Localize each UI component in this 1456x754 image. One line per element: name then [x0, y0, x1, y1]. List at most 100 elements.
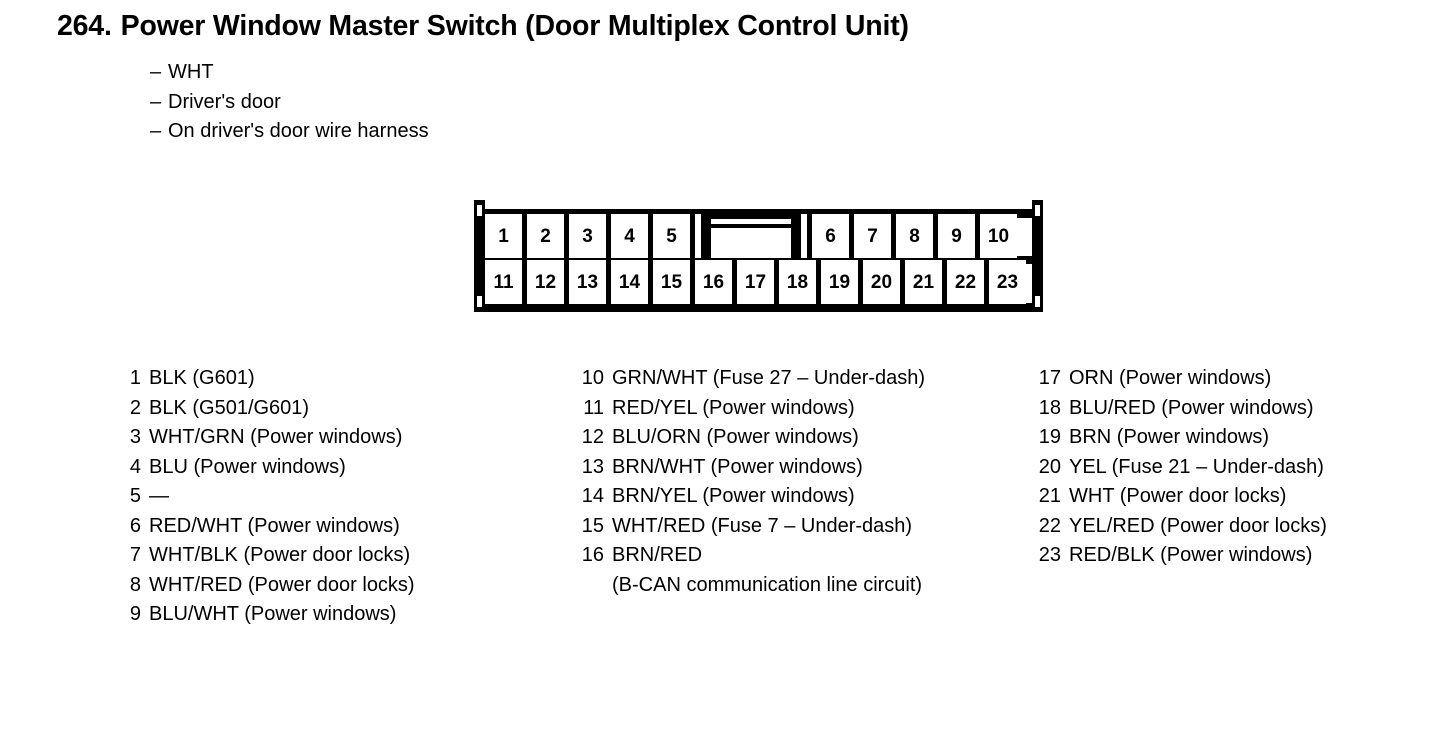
pin-list-number: 4	[129, 455, 141, 478]
pin-list-item-4: 4 BLU (Power windows)	[124, 453, 415, 483]
pin-list-item-16: 16 BRN/RED (B-CAN communication line circu…	[579, 541, 925, 600]
connector-pin-15: 15	[653, 260, 690, 304]
dash-marker: –	[150, 61, 162, 83]
page-title-number: 264.	[57, 10, 112, 42]
pin-list-item-23: 23 RED/BLK (Power windows)	[1036, 541, 1327, 571]
page-title-text: Power Window Master Switch (Door Multipl…	[120, 10, 909, 42]
connector-key-gap-right	[801, 214, 807, 258]
pin-list-description: BRN/RED	[612, 544, 703, 566]
subtitle-text: WHT	[168, 61, 214, 83]
pin-list-description: BLK (G501/G601)	[149, 396, 310, 419]
connector-pin-13: 13	[569, 260, 606, 304]
pin-list-number: 2	[129, 396, 141, 419]
pin-list-number: 20	[1038, 455, 1061, 478]
pin-list-description: WHT/GRN (Power windows)	[149, 426, 403, 448]
connector-pin-2: 2	[527, 214, 564, 258]
connector-pin-21: 21	[905, 260, 942, 304]
connector-pin-4: 4	[611, 214, 648, 258]
pin-list-number: 13	[581, 455, 604, 478]
pin-list-description: WHT (Power door locks)	[1069, 485, 1287, 507]
pin-list-item-9: 9 BLU/WHT (Power windows)	[124, 600, 415, 630]
pin-list-item-19: 19 BRN (Power windows)	[1036, 423, 1327, 453]
pin-list-description: BRN/YEL (Power windows)	[612, 485, 855, 507]
connector-notch-top-right	[1035, 205, 1040, 216]
pin-list-description: RED/BLK (Power windows)	[1069, 544, 1313, 566]
pin-list-number: 23	[1038, 544, 1061, 566]
pin-list-number: 16	[581, 544, 604, 566]
connector-pin-22: 22	[947, 260, 984, 304]
subtitle-text: Driver's door	[168, 90, 281, 113]
pin-list-number: 10	[581, 367, 604, 389]
pin-list-number: 3	[129, 426, 141, 448]
pin-list-description: BLK (G601)	[149, 367, 255, 389]
pin-list-item-1: 1 BLK (G601)	[124, 364, 415, 394]
dash-marker: –	[150, 120, 162, 142]
connector-pin-17: 17	[737, 260, 774, 304]
pin-list-item-3: 3 WHT/GRN (Power windows)	[124, 423, 415, 453]
connector-pin-19: 19	[821, 260, 858, 304]
subtitle-line-wire-color: –WHT	[150, 58, 429, 88]
pin-list-description: RED/YEL (Power windows)	[612, 396, 855, 419]
pin-list-description: ORN (Power windows)	[1069, 367, 1272, 389]
pin-list-number: 21	[1038, 485, 1061, 507]
connector-pin-1: 1	[485, 214, 522, 258]
connector-diagram: 1 2 3 4 5 6 7 8 9 10 11 12 13 14 15 16 1…	[474, 200, 1043, 312]
pin-list-description: WHT/RED (Power door locks)	[149, 573, 415, 596]
connector-pin-8: 8	[896, 214, 933, 258]
pin-list-description: BLU/WHT (Power windows)	[149, 603, 397, 625]
subtitle-line-location: –Driver's door	[150, 88, 429, 118]
subtitle-list: –WHT –Driver's door –On driver's door wi…	[150, 58, 429, 147]
pin-list-description: —	[149, 485, 169, 507]
pin-list-description: GRN/WHT (Fuse 27 – Under-dash)	[612, 367, 926, 389]
pin-list-description: YEL/RED (Power door locks)	[1069, 514, 1327, 537]
pin-list-description: YEL (Fuse 21 – Under-dash)	[1069, 455, 1324, 478]
connector-pin-16: 16	[695, 260, 732, 304]
connector-pin-7: 7	[854, 214, 891, 258]
pin-list-number: 19	[1038, 426, 1061, 448]
pin-list-description: RED/WHT (Power windows)	[149, 514, 400, 537]
pin-list-description: BRN (Power windows)	[1069, 426, 1270, 448]
pin-list-item-21: 21 WHT (Power door locks)	[1036, 482, 1327, 512]
connector-pin-10: 10	[980, 214, 1017, 258]
pin-list-item-17: 17 ORN (Power windows)	[1036, 364, 1327, 394]
pin-list-number: 14	[581, 485, 604, 507]
connector-notch-bottom-right	[1035, 296, 1040, 307]
pin-list-number: 1	[129, 367, 141, 389]
connector-pin-row-bottom: 11 12 13 14 15 16 17 18 19 20 21 22 23	[485, 260, 1026, 304]
pin-list-number: 8	[129, 573, 141, 596]
connector-pin-18: 18	[779, 260, 816, 304]
pin-list-item-5: 5—	[124, 482, 415, 512]
pin-list-number: 5	[129, 485, 141, 507]
pin-list-number: 22	[1038, 514, 1061, 537]
connector-key-slot-upper	[711, 219, 791, 224]
pin-list-item-8: 8 WHT/RED (Power door locks)	[124, 571, 415, 601]
pin-list-description: BLU/ORN (Power windows)	[612, 426, 859, 448]
connector-left-wall	[474, 200, 485, 312]
connector-key-gap-left	[695, 214, 701, 258]
pin-list-number: 17	[1038, 367, 1061, 389]
connector-bottom-rail	[482, 303, 1035, 312]
pin-list-description: WHT/BLK (Power door locks)	[149, 544, 411, 566]
pin-list-item-14: 14 BRN/YEL (Power windows)	[579, 482, 925, 512]
pin-list-description-continued: (B-CAN communication line circuit)	[612, 573, 923, 596]
pin-list-number: 12	[581, 426, 604, 448]
connector-notch-bottom-left	[477, 296, 482, 307]
pin-list-number: 6	[129, 514, 141, 537]
connector-pin-14: 14	[611, 260, 648, 304]
pin-list-description: BLU (Power windows)	[149, 455, 346, 478]
pin-list-column-1: 1 BLK (G601) 2 BLK (G501/G601) 3 WHT/GRN (Pow…	[124, 364, 415, 630]
pin-list-item-6: 6 RED/WHT (Power windows)	[124, 512, 415, 542]
pin-list-number: 18	[1038, 396, 1061, 419]
pin-list-item-2: 2 BLK (G501/G601)	[124, 394, 415, 424]
connector-pin-5: 5	[653, 214, 690, 258]
connector-pin-3: 3	[569, 214, 606, 258]
page-title: 264.Power Window Master Switch (Door Mul…	[57, 10, 909, 43]
pin-list-number: 9	[129, 603, 141, 625]
